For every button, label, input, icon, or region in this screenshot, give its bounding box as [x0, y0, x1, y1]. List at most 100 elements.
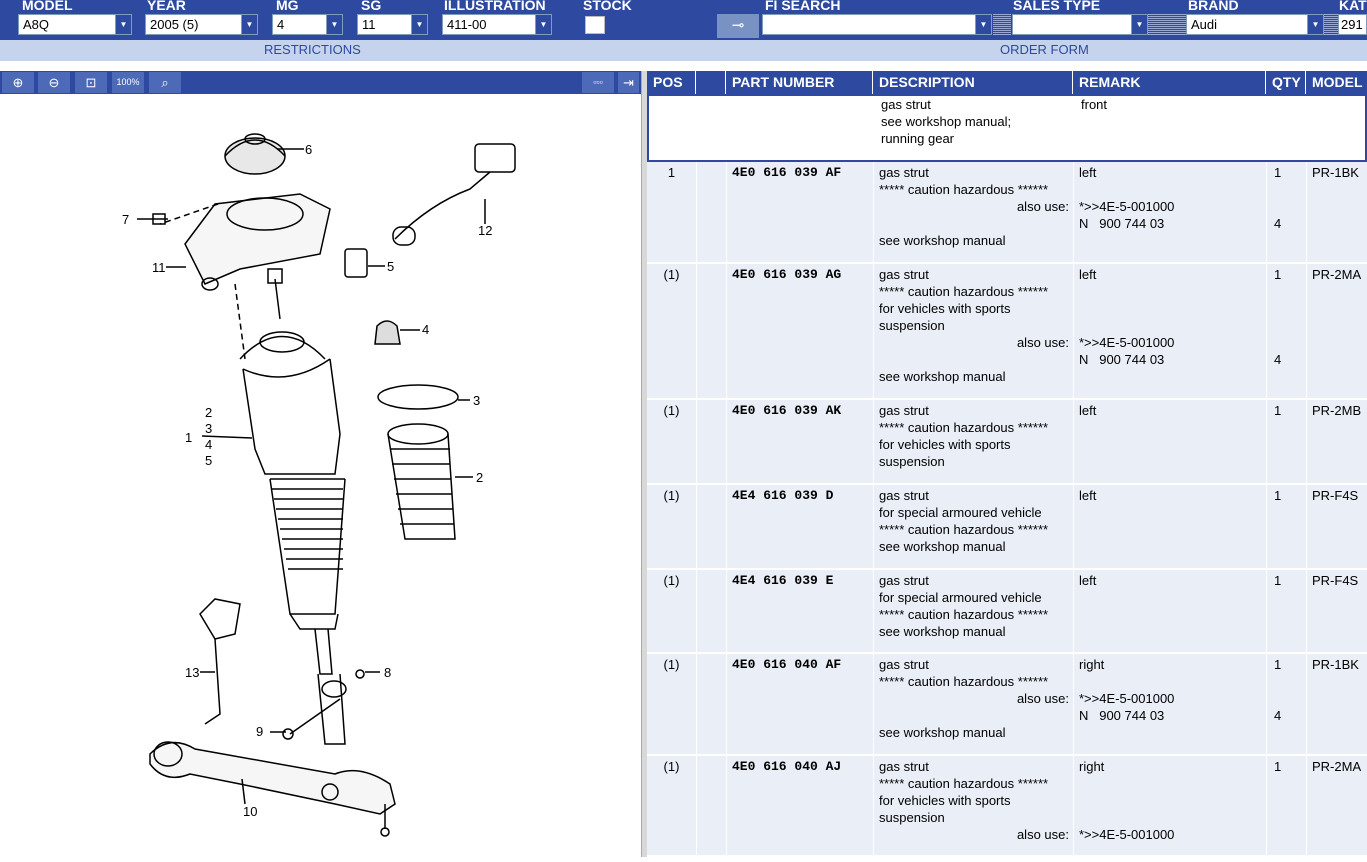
col-remark[interactable]: REMARK [1073, 71, 1266, 94]
kat-field[interactable]: 291 [1338, 14, 1367, 35]
remark-line [1079, 232, 1266, 249]
description-line: gas strut [879, 403, 929, 418]
remark-line: left [1079, 573, 1097, 588]
remark-line [1079, 300, 1266, 317]
sg-select[interactable]: 11▼ [357, 14, 428, 35]
year-select[interactable]: 2005 (5)▼ [145, 14, 258, 35]
description-line: see workshop manual [879, 624, 1006, 639]
order-form-tab[interactable]: ORDER FORM [1000, 42, 1089, 57]
qty-line [1276, 113, 1308, 130]
column-divider [1266, 264, 1267, 398]
col-part-number[interactable]: PART NUMBER [726, 71, 873, 94]
remark-line: left [1079, 488, 1097, 503]
qty-line [1274, 317, 1306, 334]
row-part-number: 4E0 616 039 AF [732, 165, 842, 180]
column-divider [696, 485, 697, 568]
column-divider [696, 756, 697, 855]
row-description: gas strut***** caution hazardous ******f… [873, 264, 1073, 385]
model-label: MODEL [22, 0, 73, 13]
row-part-number: 4E0 616 040 AJ [732, 759, 842, 774]
description-line: for special armoured vehicle [879, 590, 1042, 605]
brand-select[interactable]: Audi▼ [1186, 14, 1324, 35]
strut-illustration: 6 7 11 12 5 4 3 2 1 2 3 4 5 13 8 9 10 [122, 133, 516, 837]
description-line: gas strut [879, 267, 929, 282]
column-divider [726, 654, 727, 754]
row-pos: (1) [663, 488, 680, 503]
chevron-down-icon: ▼ [975, 15, 991, 34]
key-icon[interactable]: ⊸ [717, 14, 759, 38]
column-divider [1266, 654, 1267, 754]
year-label: YEAR [147, 0, 186, 13]
column-divider [1073, 570, 1074, 652]
remark-line: front [1081, 97, 1108, 112]
description-line: gas strut [879, 759, 929, 774]
zoom-100-icon[interactable]: 100% [112, 72, 145, 93]
description-line: for special armoured vehicle [879, 505, 1042, 520]
col-model[interactable]: MODEL [1312, 74, 1363, 90]
row-model: PR-1BK [1312, 657, 1359, 672]
zoom-in-icon[interactable]: ⊕ [2, 72, 35, 93]
zoom-area-icon[interactable]: ⊡ [75, 72, 108, 93]
row-qty: 1 [1266, 485, 1306, 555]
stock-checkbox[interactable] [585, 16, 605, 34]
column-divider [873, 264, 874, 398]
chevron-down-icon: ▼ [1131, 15, 1147, 34]
remark-line [1079, 623, 1266, 640]
col-pos[interactable]: POS [647, 71, 696, 94]
qty-line [1274, 521, 1306, 538]
panel-splitter[interactable] [641, 71, 647, 857]
sales-type-select[interactable]: ▼ [1012, 14, 1148, 35]
column-divider [873, 485, 874, 568]
chevron-down-icon: ▼ [411, 15, 427, 34]
qty-line [1276, 130, 1308, 147]
col-description[interactable]: DESCRIPTION [873, 71, 1073, 94]
zoom-out-icon[interactable]: ⊖ [38, 72, 71, 93]
col-qty[interactable]: QTY [1266, 71, 1306, 94]
fi-search-select[interactable]: ▼ [762, 14, 992, 35]
kat-label: KAT [1339, 0, 1367, 13]
expand-arrow-icon[interactable]: ⇥ [618, 72, 640, 93]
remark-line [1079, 504, 1266, 521]
grid-view-icon[interactable]: ▫▫▫ [582, 72, 615, 93]
row-description: gas strut***** caution hazardous ******f… [873, 756, 1073, 857]
description-line: gas strut [879, 573, 929, 588]
remark-line [1079, 283, 1266, 300]
svg-text:6: 6 [305, 142, 312, 157]
description-line: see workshop manual; [881, 114, 1012, 129]
model-select[interactable]: A8Q▼ [18, 14, 132, 35]
qty-line [1274, 181, 1306, 198]
sales-type-label: SALES TYPE [1013, 0, 1101, 13]
column-divider [1073, 400, 1074, 483]
column-divider [726, 400, 727, 483]
column-divider [1306, 654, 1307, 754]
qty-line: 1 [1274, 165, 1282, 180]
svg-text:4: 4 [205, 437, 212, 452]
description-line [879, 351, 1073, 368]
remark-line [1079, 843, 1266, 857]
qty-line [1274, 673, 1306, 690]
column-divider [1306, 400, 1307, 483]
row-qty: 1 4 [1266, 162, 1306, 249]
remark-line [1079, 181, 1266, 198]
mg-select[interactable]: 4▼ [272, 14, 343, 35]
row-part-number: 4E0 616 039 AK [732, 403, 842, 418]
qty-line: 1 [1274, 759, 1282, 774]
illustration-select[interactable]: 411-00▼ [442, 14, 552, 35]
qty-line: 1 [1274, 657, 1282, 672]
svg-text:10: 10 [243, 804, 257, 819]
qty-line: 1 [1274, 573, 1282, 588]
row-pos: (1) [663, 573, 680, 588]
description-line: suspension [879, 454, 945, 469]
search-icon[interactable]: ⌕ [149, 72, 182, 93]
restrictions-tab[interactable]: RESTRICTIONS [264, 42, 361, 57]
remark-line: right [1079, 657, 1105, 672]
